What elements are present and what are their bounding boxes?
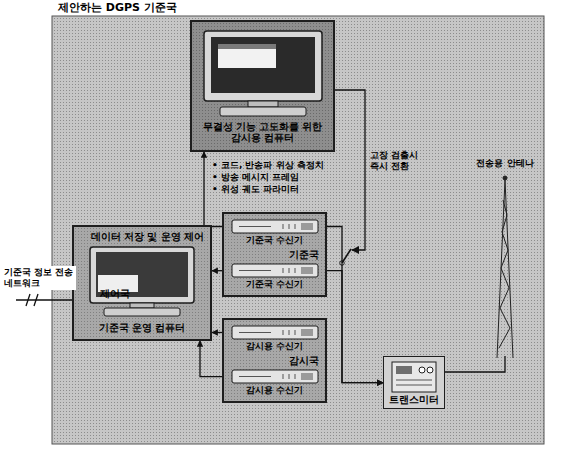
computer-label: 무결성 기능 고도화를 위한 감시용 컴퓨터 (198, 121, 327, 144)
screen-text: 제어국 (100, 288, 130, 299)
receiver-icon (231, 324, 319, 341)
receiver-icon (231, 262, 319, 279)
station-box: 감시국감시용 수신기감시용 수신기 (222, 318, 327, 403)
receiver-unit: 기준국 수신기 (231, 217, 319, 248)
station-heading: 기준국 (289, 249, 319, 260)
receiver-label: 감시용 수신기 (246, 341, 303, 352)
transmitter-vent (396, 380, 432, 385)
receiver-panel (239, 268, 295, 273)
data-item: • 위성 궤도 파라미터 (212, 184, 352, 195)
receiver-label: 기준국 수신기 (246, 279, 303, 290)
receiver-unit: 감시용 수신기 (231, 323, 319, 354)
transmitter-icon (390, 360, 438, 394)
diagram-title: 제안하는 DGPS 기준국 (58, 1, 177, 14)
computer-icon (198, 28, 328, 118)
receiver-icon (231, 368, 319, 385)
antenna-label: 전송용 안테나 (458, 158, 552, 169)
receiver-unit: 기준국 수신기 (231, 261, 319, 292)
receiver-display (301, 223, 313, 230)
transmitter-case (392, 362, 436, 392)
receiver-unit: 감시용 수신기 (231, 367, 319, 398)
switch-blade (342, 249, 351, 263)
transmitter-knob (427, 367, 433, 373)
computer-icon (86, 245, 198, 319)
data-item: • 코드, 반송파 위상 측정치 (212, 160, 352, 171)
screen-window (218, 44, 276, 68)
screen-titlebar (218, 44, 276, 49)
receiver-label: 기준국 수신기 (246, 235, 303, 246)
monitor-base (220, 107, 306, 116)
switch-note: 고장 검출시 즉시 전환 (370, 150, 436, 172)
network-slash (26, 294, 38, 306)
network-line (16, 299, 72, 300)
receiver-panel (239, 224, 295, 229)
receiver-case (232, 370, 318, 383)
receiver-display (301, 373, 313, 380)
receiver-display (301, 329, 313, 336)
receiver-case (232, 264, 318, 277)
station-heading: 감시국 (289, 355, 319, 366)
transmitter-box: 트랜스미터 (383, 356, 445, 409)
receiver-display (301, 267, 313, 274)
network-label: 기준국 정보 전송 네트워크 (2, 266, 76, 290)
station-frame (52, 16, 544, 444)
receiver-icon (231, 218, 319, 235)
monitor-computer-box: 무결성 기능 고도화를 위한 감시용 컴퓨터 (190, 20, 335, 152)
monitor-base (104, 308, 180, 316)
transmitter-knob (419, 367, 425, 373)
transmitter-label: 트랜스미터 (389, 394, 439, 405)
connector-line (319, 271, 384, 383)
receiver-case (232, 326, 318, 339)
box-heading: 데이터 저장 및 운영 제어 (91, 231, 204, 242)
data-item: • 방송 메시지 프레임 (212, 172, 352, 183)
monitor-neck (248, 101, 278, 107)
connector-line (203, 152, 204, 225)
monitor-case (204, 31, 322, 101)
monitor-neck (130, 303, 154, 308)
receiver-panel (239, 330, 295, 335)
computer-icon-holder: 제어국 (86, 245, 198, 319)
receiver-case (232, 220, 318, 233)
antenna-symbol (497, 176, 513, 358)
receiver-label: 감시용 수신기 (246, 385, 303, 396)
receiver-panel (239, 374, 295, 379)
computer-label: 기준국 운영 컴퓨터 (99, 322, 186, 333)
monitor-case (90, 247, 194, 303)
operation-computer-box: 데이터 저장 및 운영 제어제어국기준국 운영 컴퓨터 (72, 225, 212, 341)
station-box: 기준국기준국 수신기기준국 수신기 (222, 212, 327, 297)
connector-line (319, 227, 384, 383)
monitor-screen (211, 37, 315, 93)
antenna-feed (445, 356, 505, 372)
transmitter-display (396, 366, 412, 374)
